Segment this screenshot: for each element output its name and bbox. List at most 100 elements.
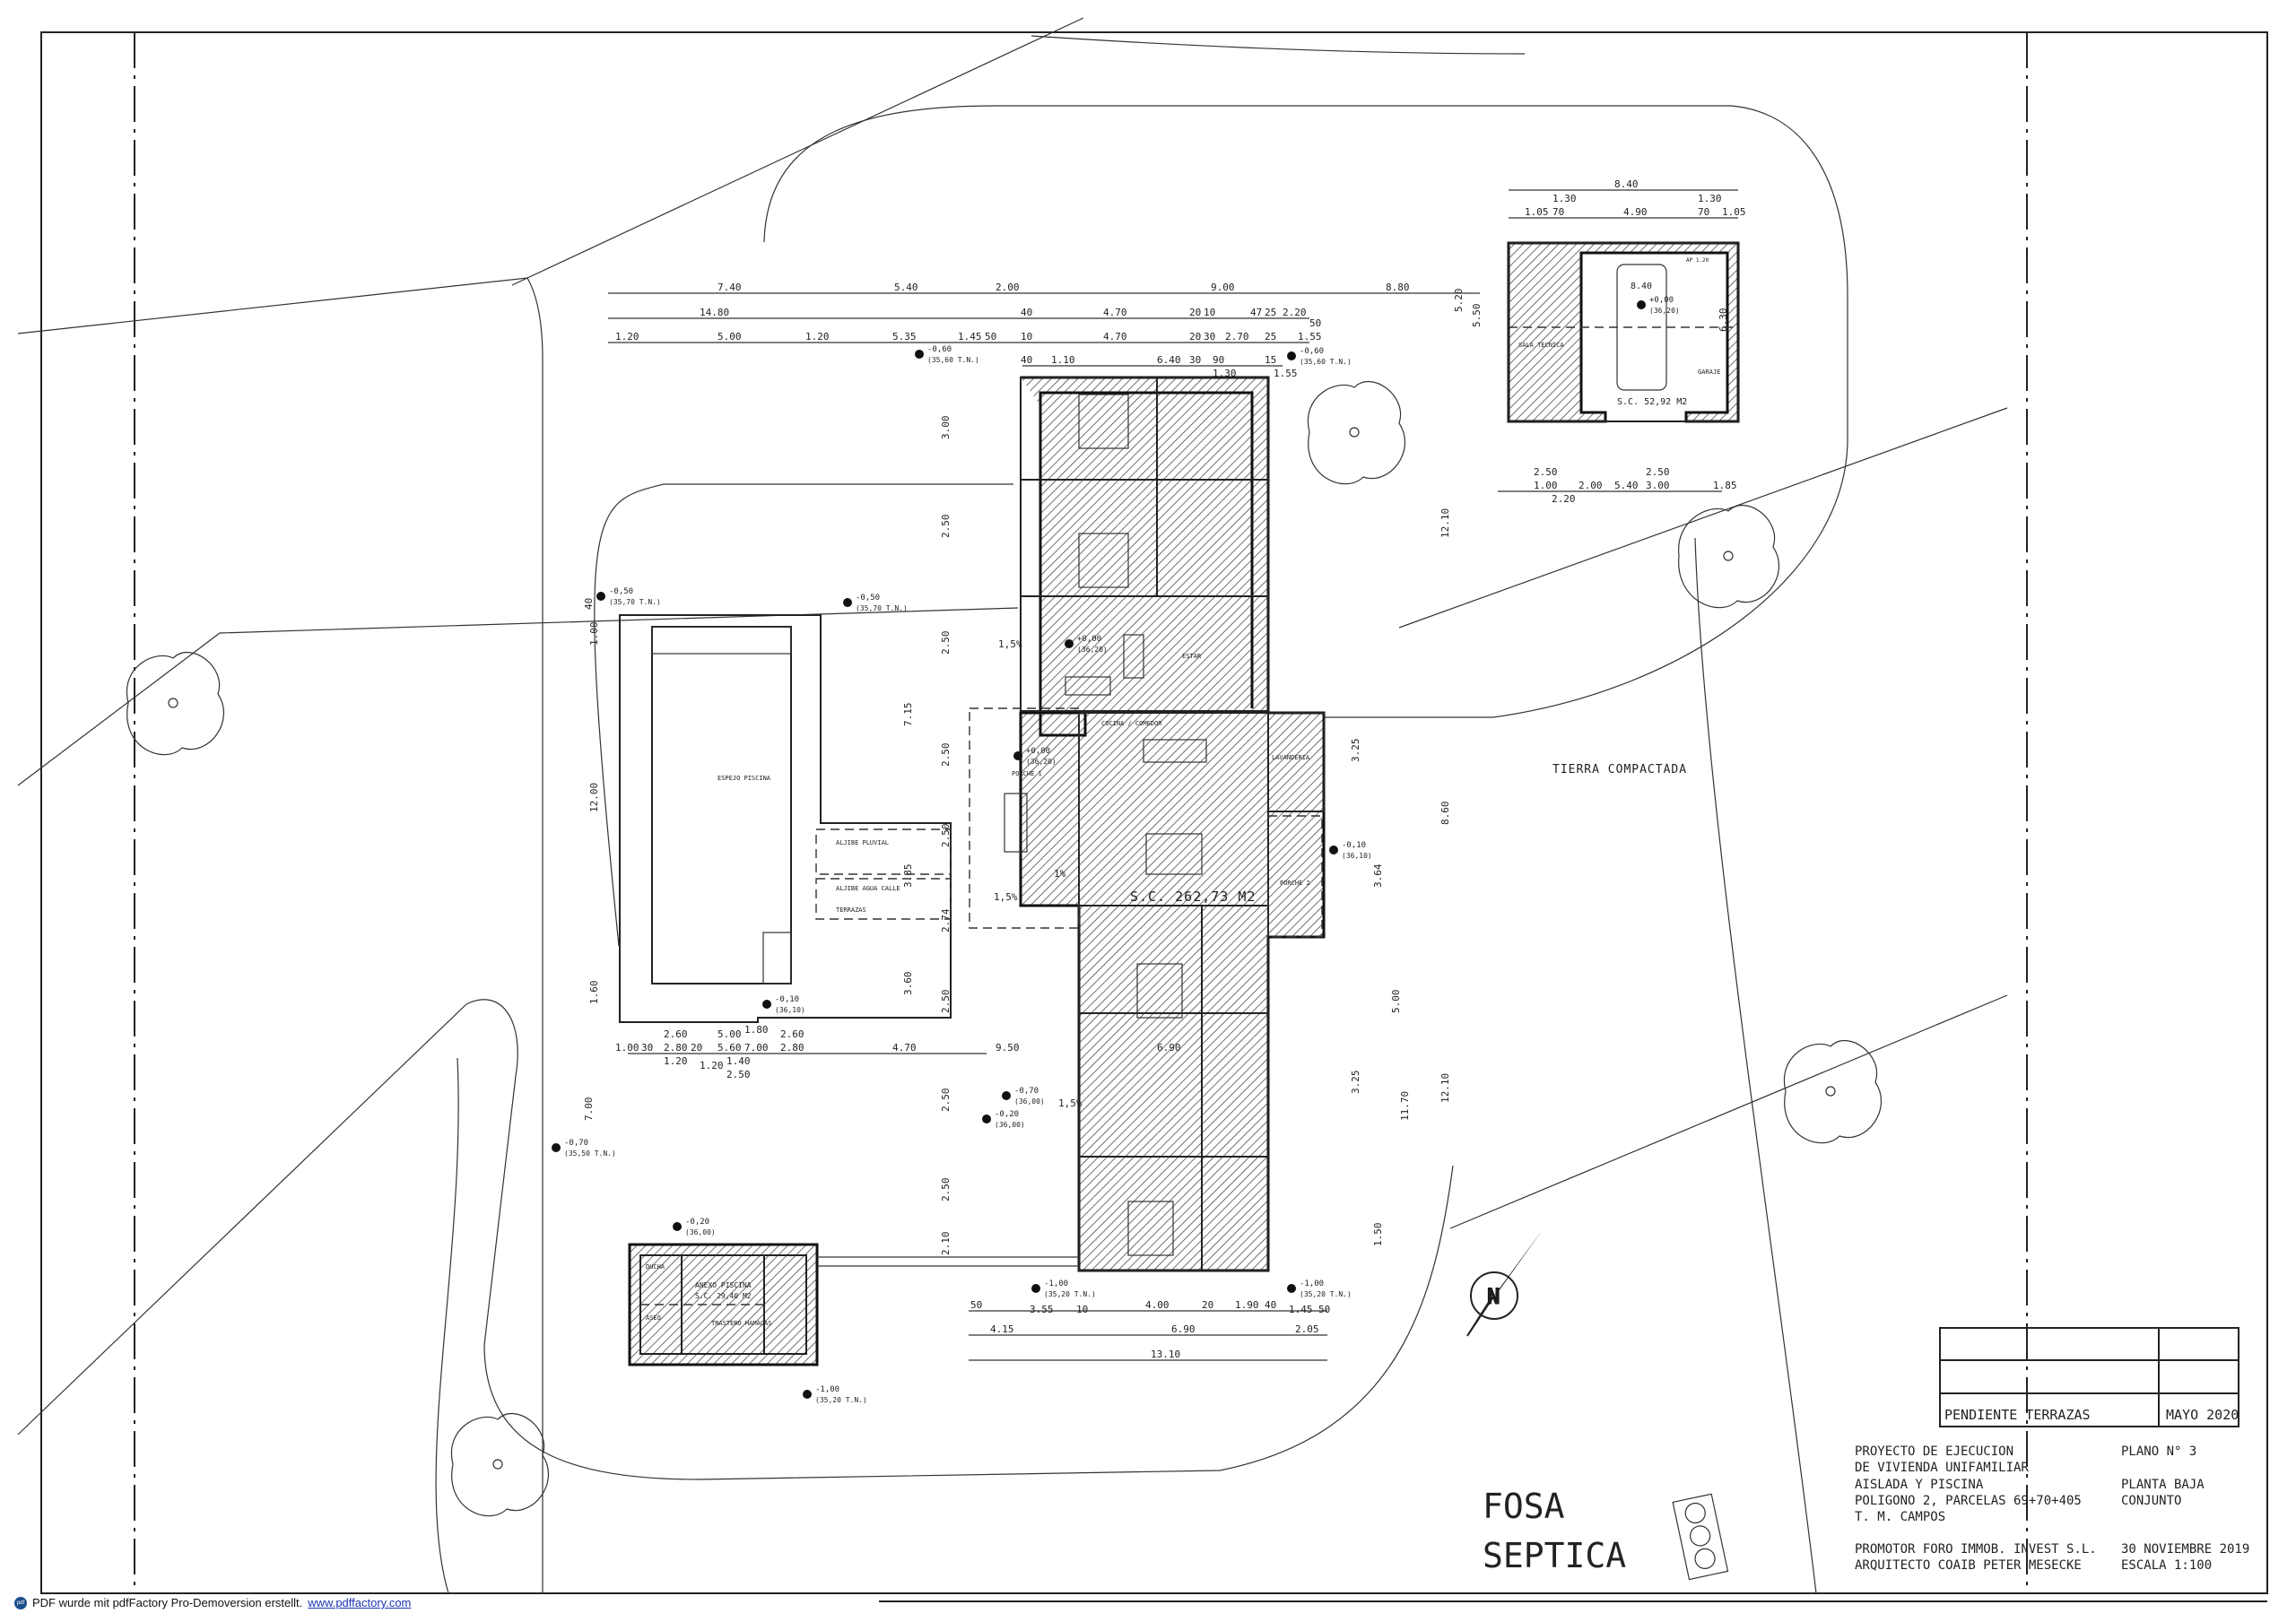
level-marker-icon: [843, 598, 852, 607]
room-label: LAVANDERIA: [1272, 754, 1310, 761]
dimension-value: 4.70: [1103, 331, 1127, 343]
dimension-value: 12.00: [588, 783, 600, 812]
dimension-value: 1.40: [726, 1055, 751, 1067]
dimension-value: 2.50: [940, 743, 952, 768]
dimension-value: 47: [1250, 307, 1262, 318]
level-reference: (36,20): [1077, 646, 1108, 654]
fosa-septica-label: FOSA: [1483, 1487, 1565, 1526]
dimension-value: 25: [1265, 331, 1276, 343]
dimension-value: 8.60: [1439, 802, 1451, 826]
dimension-value: 11.70: [1399, 1091, 1411, 1121]
plano-number: PLANO N° 3: [2121, 1444, 2196, 1459]
dimension-value: 3.00: [1646, 480, 1670, 491]
dimension-value: 70: [1552, 206, 1564, 218]
dimension-value: 1.00: [588, 622, 600, 646]
level-marker-icon: [1002, 1091, 1011, 1100]
dimension-value: 1.55: [1274, 368, 1298, 379]
dimension-value: 2.70: [1225, 331, 1249, 343]
arquitecto: ARQUITECTO COAIB PETER MESECKE: [1855, 1558, 2082, 1573]
slope-label: 1,5%: [998, 638, 1022, 650]
dimension-value: 5.60: [718, 1042, 742, 1054]
sheet-name: CONJUNTO: [2121, 1494, 2181, 1508]
level-reference: (36,00): [995, 1121, 1025, 1129]
dimension-value: 2.50: [940, 515, 952, 539]
dimension-value: 40: [1021, 307, 1032, 318]
slope-labels: 1,5% 1% 1,5% 1,5% AP 1.20: [994, 257, 1709, 1109]
level-reference: (36,00): [685, 1228, 716, 1236]
level-value: -1,00: [1300, 1279, 1324, 1288]
dimension-value: 1.45: [1289, 1304, 1313, 1315]
level-marker-icon: [1287, 351, 1296, 360]
dimension-value: 4.70: [1103, 307, 1127, 318]
dimension-value: 40: [583, 598, 595, 610]
level-marker-icon: [596, 592, 605, 601]
dimension-value: 4.90: [1623, 206, 1648, 218]
dimension-value: 10: [1204, 307, 1215, 318]
dimension-value: 14.80: [700, 307, 729, 318]
garage-width-label: 8.40: [1631, 282, 1652, 291]
dimension-value: 8.40: [1614, 178, 1639, 190]
level-value: -0,10: [1342, 841, 1366, 850]
dimension-value: 2.05: [1295, 1323, 1319, 1335]
level-marker-icon: [1637, 300, 1646, 309]
dimension-value: 20: [691, 1042, 702, 1054]
level-marker: -0,70(36,00): [1002, 1087, 1045, 1106]
project-line: DE VIVIENDA UNIFAMILIAR: [1855, 1461, 2029, 1475]
level-marker: -0,60(35,60 T.N.): [1287, 347, 1352, 366]
garage-building: [1507, 241, 1740, 423]
dimension-value: 2.50: [1646, 466, 1670, 478]
room-label: GARAJE: [1698, 369, 1720, 376]
room-label: ALJIBE PLUVIAL: [836, 839, 889, 846]
footer-link[interactable]: www.pdffactory.com: [308, 1596, 412, 1609]
level-marker-icon: [552, 1143, 561, 1152]
dimension-value: 2.50: [940, 631, 952, 655]
trees: [126, 381, 1882, 1517]
dimension-value: 10: [1076, 1304, 1088, 1315]
dimension-value: 4.70: [892, 1042, 917, 1054]
pdf-icon: pdf: [14, 1596, 27, 1609]
dimension-value: 20: [1202, 1299, 1213, 1311]
level-marker: -0,50(35,70 T.N.): [596, 587, 661, 606]
dimension-value: 6.30: [1718, 308, 1729, 333]
level-value: -0,50: [856, 594, 880, 603]
level-marker: -1,00(35,20 T.N.): [803, 1385, 867, 1404]
dimension-value: 2.74: [940, 908, 952, 932]
garage-area-label: S.C. 52,92 M2: [1617, 397, 1687, 407]
window-height-label: AP 1.20: [1686, 257, 1709, 264]
dimension-value: 5.20: [1453, 289, 1465, 313]
project-line: AISLADA Y PISCINA: [1855, 1478, 1984, 1492]
dimension-value: 25: [1265, 307, 1276, 318]
annex-area-label: S.C. 29,40 M2: [695, 1292, 752, 1300]
main-house: [969, 376, 1326, 1272]
level-marker-icon: [1287, 1284, 1296, 1293]
level-marker: -0,20(36,00): [673, 1218, 716, 1236]
dimension-value: 5.00: [1390, 990, 1402, 1014]
footer-text: PDF wurde mit pdfFactory Pro-Demoversion…: [32, 1596, 303, 1609]
dimension-value: 2.50: [940, 990, 952, 1014]
slope-label: 1%: [1054, 868, 1066, 880]
site-boundary-lines: [17, 17, 2008, 1594]
dimension-value: 1.20: [700, 1060, 724, 1071]
dimension-value: 1.20: [805, 331, 830, 343]
dimension-value: 3.25: [1350, 739, 1361, 763]
tierra-compactada-label: TIERRA COMPACTADA: [1552, 763, 1687, 776]
level-value: -0,20: [995, 1110, 1019, 1119]
title-block: PENDIENTE TERRAZAS MAYO 2020 PROYECTO DE…: [1855, 1327, 2249, 1573]
dimension-value: 1.05: [1722, 206, 1746, 218]
level-marker-icon: [803, 1390, 812, 1399]
level-value: -0,70: [564, 1139, 588, 1148]
dimension-value: 5.40: [1614, 480, 1639, 491]
level-value: -0,50: [609, 587, 633, 596]
dimension-value: 4.00: [1145, 1299, 1170, 1311]
dimension-value: 9.50: [996, 1042, 1020, 1054]
level-marker: -0,50(35,70 T.N.): [843, 594, 908, 612]
dimension-value: 2.20: [1283, 307, 1307, 318]
dimension-value: 90: [1213, 354, 1224, 366]
dimension-value: 2.50: [726, 1069, 751, 1080]
level-value: -0,20: [685, 1218, 709, 1227]
dimension-value: 2.10: [940, 1232, 952, 1256]
room-label: PORCHE 2: [1280, 880, 1310, 887]
dimension-value: 1.80: [744, 1024, 769, 1036]
level-marker-icon: [982, 1115, 991, 1123]
